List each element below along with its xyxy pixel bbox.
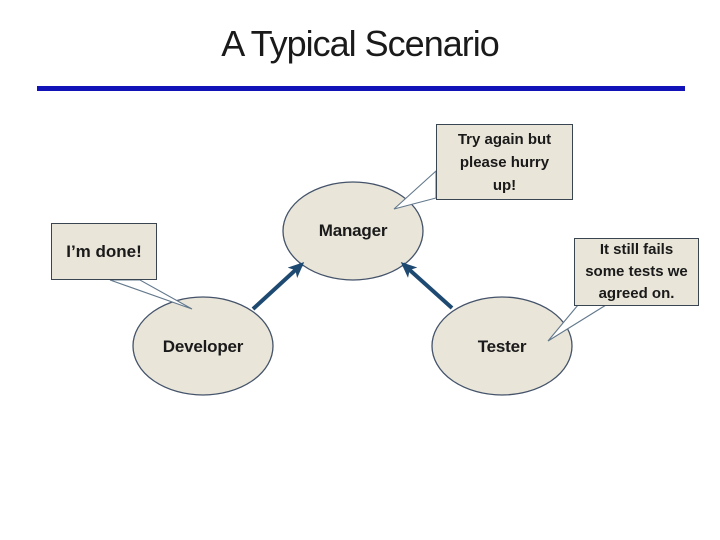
callout-try-again-text: Try again but please hurry up!: [457, 130, 552, 194]
callout-it-still-fails-text: It still fails some tests we agreed on.: [585, 241, 688, 302]
slide-title: A Typical Scenario: [221, 23, 500, 64]
callout-im-done-text: I’m done!: [66, 241, 142, 261]
tester-ellipse: [431, 296, 573, 396]
title-underline: [37, 86, 685, 91]
callout-tail-try-again: [393, 169, 437, 210]
manager-label: Manager: [318, 221, 388, 240]
developer-label: Developer: [162, 337, 244, 356]
arrow-tester-to-manager: [400, 261, 454, 310]
callout-it-still-fails: It still fails some tests we agreed on.: [574, 238, 699, 306]
callout-tail-im-done: [109, 279, 193, 310]
callout-im-done: I’m done!: [51, 223, 157, 280]
callout-try-again: Try again but please hurry up!: [436, 124, 573, 200]
developer-ellipse: [132, 296, 274, 396]
tester-label: Tester: [477, 337, 527, 356]
manager-ellipse: [282, 181, 424, 281]
arrow-developer-to-manager: [251, 261, 305, 311]
